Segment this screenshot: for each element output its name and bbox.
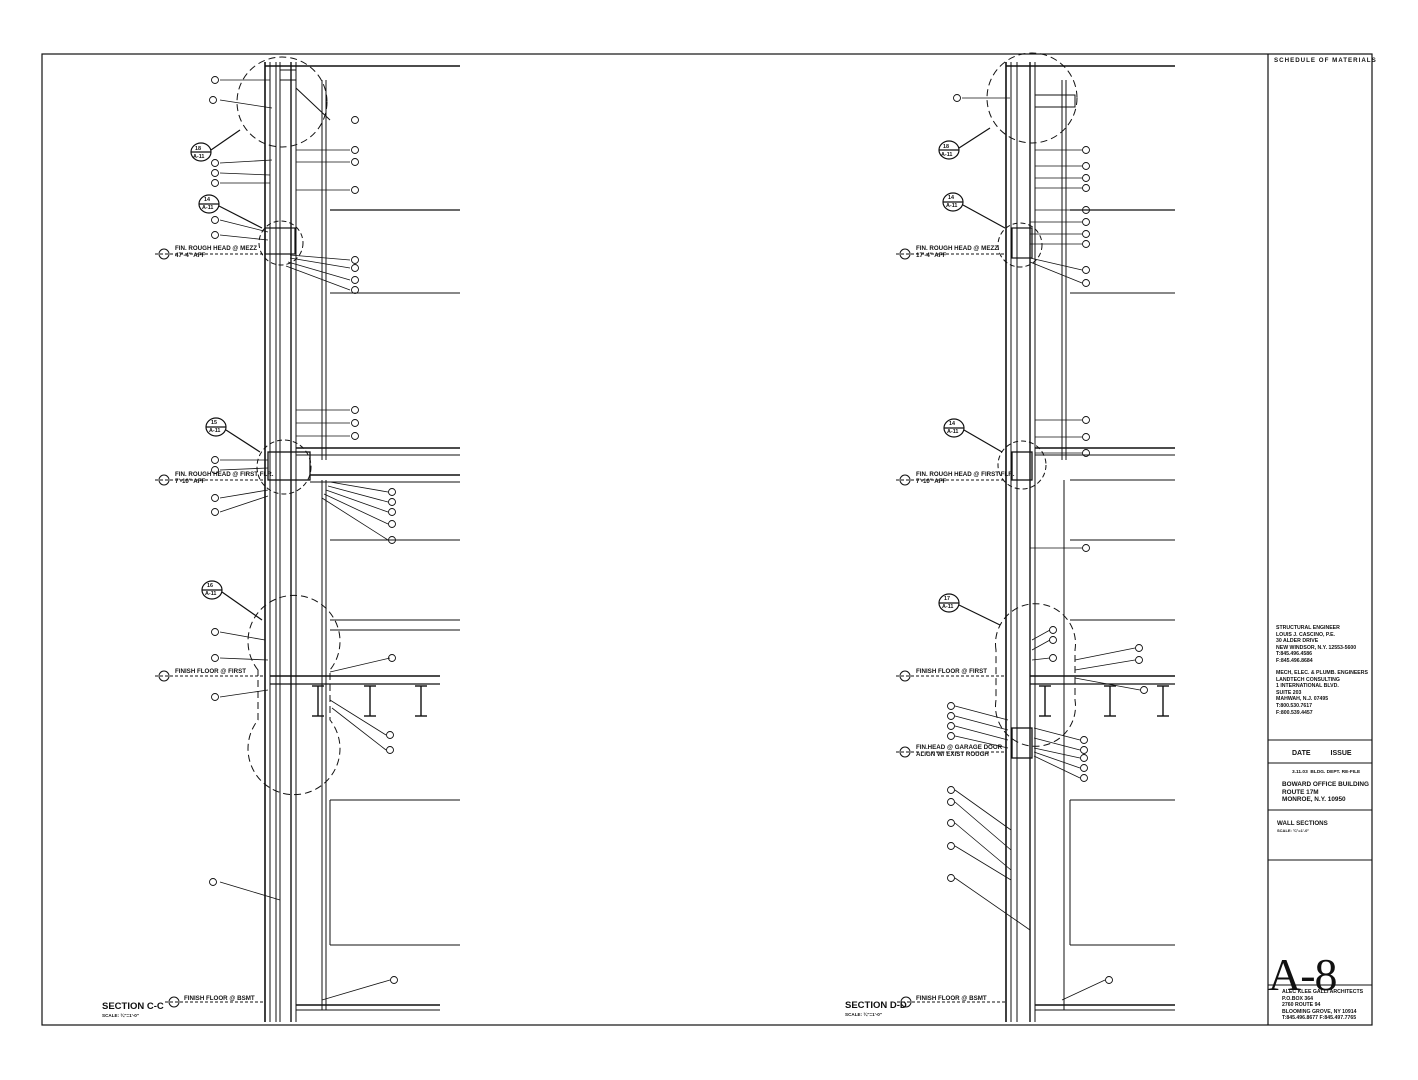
detail-sheet: A-11	[947, 429, 959, 435]
section-c-c-drawing	[155, 56, 460, 1022]
level-label: FINISH FLOOR @ FIRST	[175, 668, 246, 675]
project-line: ROUTE 17M	[1282, 788, 1319, 796]
level-label: FINISH FLOOR @ BSMT	[184, 995, 255, 1002]
structural-engineer-line: STRUCTURAL ENGINEER	[1276, 625, 1340, 631]
level-elevation: 7'-10" AFF	[916, 478, 947, 485]
detail-sheet: A-11	[941, 152, 953, 158]
structural-engineer-line: F:845.496.8684	[1276, 657, 1313, 664]
structural-engineer-line: NEW WINDSOR, N.Y. 12553-5600	[1276, 644, 1357, 651]
level-label: FINISH FLOOR @ FIRST	[916, 668, 987, 675]
issue-description: BLDG. DEPT. RE-FILE	[1310, 770, 1361, 775]
detail-number: 18	[195, 146, 201, 152]
project-line: MONROE, N.Y. 10950	[1282, 796, 1346, 804]
detail-sheet: A-11	[193, 154, 205, 160]
detail-number: 16	[207, 583, 213, 589]
section-scale: SCALE: ¾"=1'-0"	[102, 1013, 139, 1018]
structural-engineer-line: T:845.496.4586	[1276, 651, 1313, 658]
date-column-label: DATE	[1292, 750, 1311, 757]
section-scale: SCALE: ¾"=1'-0"	[845, 1012, 882, 1017]
level-label: FIN. ROUGH HEAD @ FIRST FLR.	[916, 471, 1015, 478]
mep-engineer-line: F:800.539.4457	[1276, 709, 1313, 716]
architect-line: ALEC KLEE GALLI ARCHITECTS	[1282, 989, 1364, 995]
level-elevation: 47'-4" AFF	[175, 252, 206, 259]
architect-line: P.O.BOX 364	[1282, 995, 1314, 1002]
schedule-title: SCHEDULE OF MATERIALS	[1274, 57, 1377, 64]
issue-date: 3.11.03	[1292, 770, 1308, 775]
section-title: SECTION D-D	[845, 1000, 907, 1011]
detail-sheet: A-11	[209, 428, 221, 434]
detail-sheet: A-11	[205, 591, 217, 597]
structural-engineer-line: LOUIS J. CASCINO, P.E.	[1276, 631, 1335, 638]
mep-engineer-line: T:800.530.7617	[1276, 702, 1313, 709]
section-d-d-drawing	[896, 52, 1175, 1022]
sheet-number: A-8	[1268, 949, 1338, 1000]
level-elevation: ALIGN W/ EXIST ROUGH	[916, 751, 989, 758]
mep-engineer-line: LANDTECH CONSULTING	[1276, 676, 1340, 683]
architect-line: 2760 ROUTE 94	[1282, 1002, 1321, 1009]
issue-column-label: ISSUE	[1330, 750, 1352, 757]
detail-number: 15	[211, 420, 217, 426]
architect-line: T:845.496.8677 F:845.497.7765	[1282, 1015, 1357, 1022]
section-title: SECTION C-C	[102, 1001, 164, 1012]
issue-header: DATE ISSUE	[1292, 750, 1372, 757]
level-label: FIN. ROUGH HEAD @ FIRST FLR.	[175, 471, 274, 478]
sheet-title: WALL SECTIONS	[1277, 820, 1328, 827]
structural-engineer-line: 30 ALDER DRIVE	[1276, 638, 1319, 645]
level-elevation: 7'-10" AFF	[175, 478, 206, 485]
detail-number: 17	[944, 596, 950, 602]
project-line: BOWARD OFFICE BUILDING	[1282, 781, 1369, 788]
level-elevation: 17'-4" AFF	[916, 252, 947, 259]
level-label: FIN. ROUGH HEAD @ MEZZ	[175, 245, 257, 252]
issue-row: 3.11.03 BLDG. DEPT. RE-FILE	[1292, 770, 1360, 775]
mep-engineer-line: 1 INTERNATIONAL BLVD.	[1276, 683, 1339, 690]
mep-engineer-line: SUITE 203	[1276, 689, 1302, 696]
sheet-border	[41, 53, 1373, 1026]
mep-engineer-line: MECH, ELEC. & PLUMB. ENGINEERS	[1276, 670, 1368, 676]
level-label: FIN.HEAD @ GARAGE DOOR	[916, 744, 1003, 751]
detail-number: 14	[949, 421, 955, 427]
sheet-title-block: WALL SECTIONS SCALE: ¾"=1'-0"	[1277, 820, 1328, 834]
sheet-scale: SCALE: ¾"=1'-0"	[1277, 828, 1310, 833]
level-label: FIN. ROUGH HEAD @ MEZZ	[916, 245, 998, 252]
detail-sheet: A-11	[202, 205, 214, 211]
level-label: FINISH FLOOR @ BSMT	[916, 995, 987, 1002]
mep-engineer-line: MAHWAH, N.J. 07495	[1276, 696, 1329, 703]
architect-line: BLOOMING GROVE, NY 10914	[1282, 1008, 1357, 1015]
detail-sheet: A-11	[942, 604, 954, 610]
detail-number: 14	[204, 197, 210, 203]
detail-number: 14	[948, 195, 954, 201]
detail-number: 18	[943, 144, 949, 150]
detail-sheet: A-11	[946, 203, 958, 209]
